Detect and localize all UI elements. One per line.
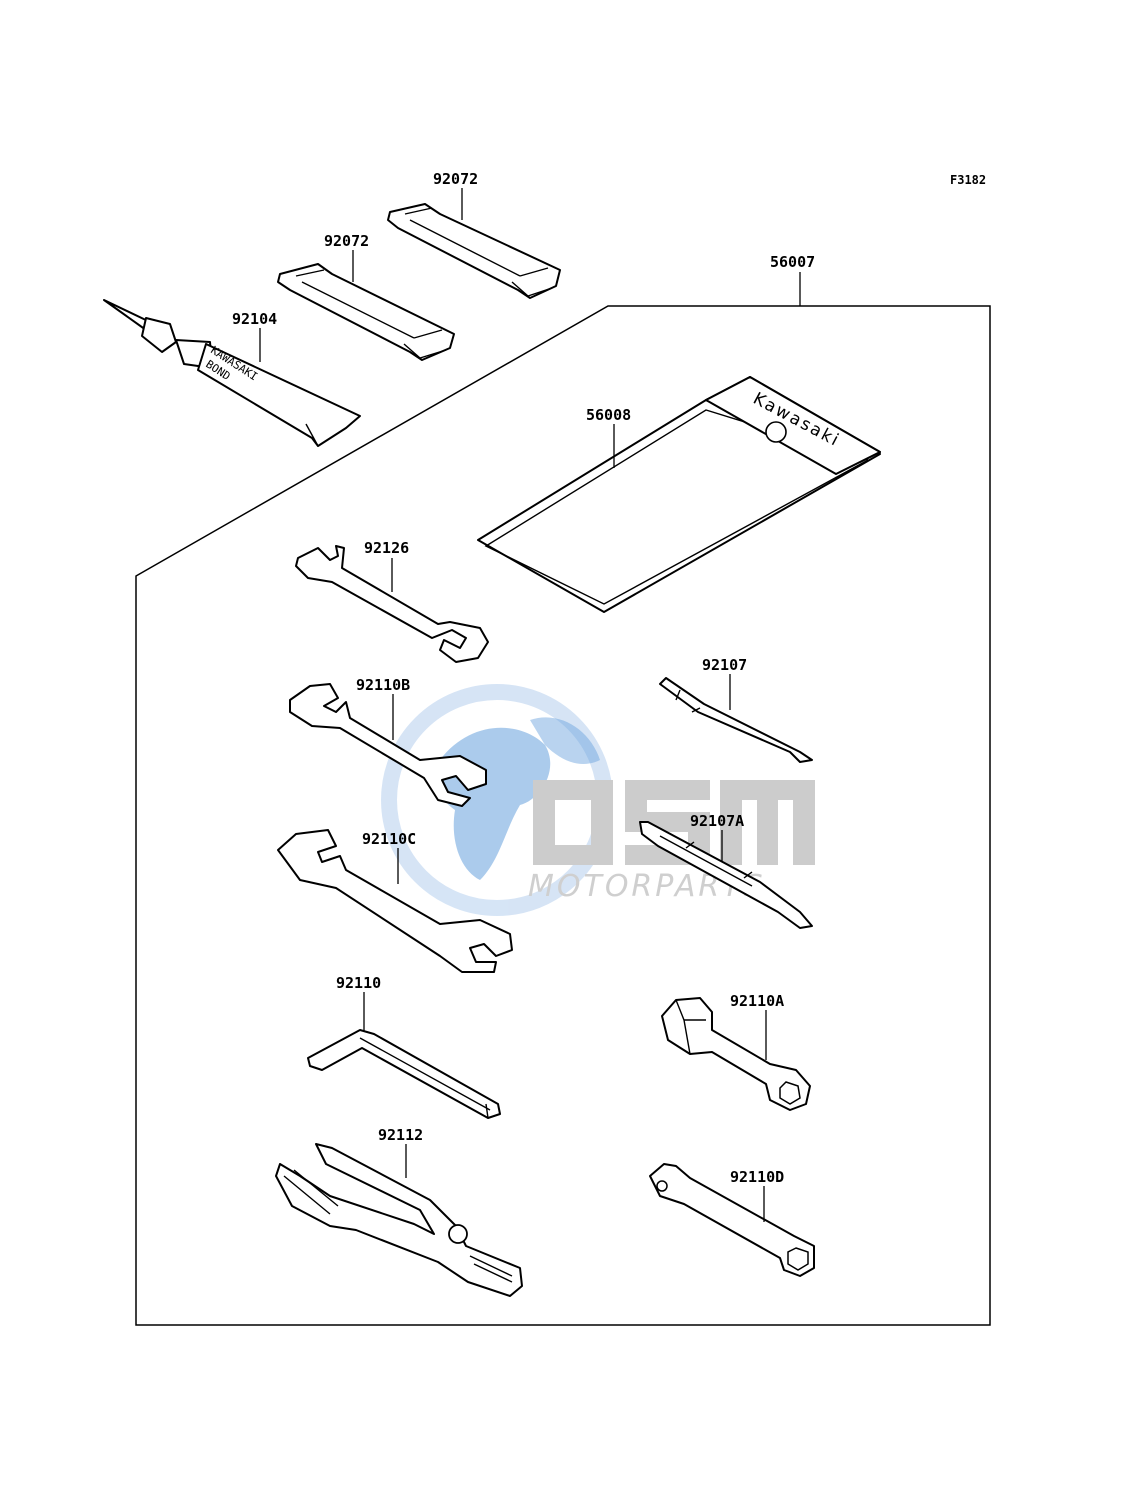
label-56007: 56007 <box>770 253 815 271</box>
label-92126: 92126 <box>364 539 409 557</box>
part-92072-strap-upper: 92072 <box>387 170 561 299</box>
part-92110d-socket: 92110D <box>649 1163 815 1277</box>
label-92110: 92110 <box>336 974 381 992</box>
label-92107a: 92107A <box>690 812 744 830</box>
part-92104-bond-tube: KAWASAKI BOND 92104 <box>103 299 361 447</box>
figure-code: F3182 <box>950 173 986 187</box>
part-92107a-screwdriver: 92107A <box>639 812 813 929</box>
label-92110c: 92110C <box>362 830 416 848</box>
label-92072-upper: 92072 <box>433 170 478 188</box>
part-92110-hex-key: 92110 <box>307 974 501 1119</box>
part-56008-tool-bag: Kawasaki 56008 <box>477 376 881 613</box>
part-92072-strap-lower: 92072 <box>277 232 455 361</box>
label-92107: 92107 <box>702 656 747 674</box>
part-92126-wrench: 92126 <box>295 539 489 663</box>
part-92110b-wrench: 92110B <box>289 676 487 807</box>
label-56008: 56008 <box>586 406 631 424</box>
part-92110a-box-wrench: 92110A <box>661 992 811 1111</box>
label-92110d: 92110D <box>730 1168 784 1186</box>
label-92104: 92104 <box>232 310 277 328</box>
label-92110b: 92110B <box>356 676 410 694</box>
tool-kit-outline: 56007 <box>135 253 991 1326</box>
part-92112-pliers: 92112 <box>275 1126 523 1297</box>
part-92107-screwdriver: 92107 <box>659 656 813 763</box>
label-92112: 92112 <box>378 1126 423 1144</box>
part-92110c-wrench: 92110C <box>277 829 513 973</box>
label-92072-lower: 92072 <box>324 232 369 250</box>
label-92110a: 92110A <box>730 992 784 1010</box>
